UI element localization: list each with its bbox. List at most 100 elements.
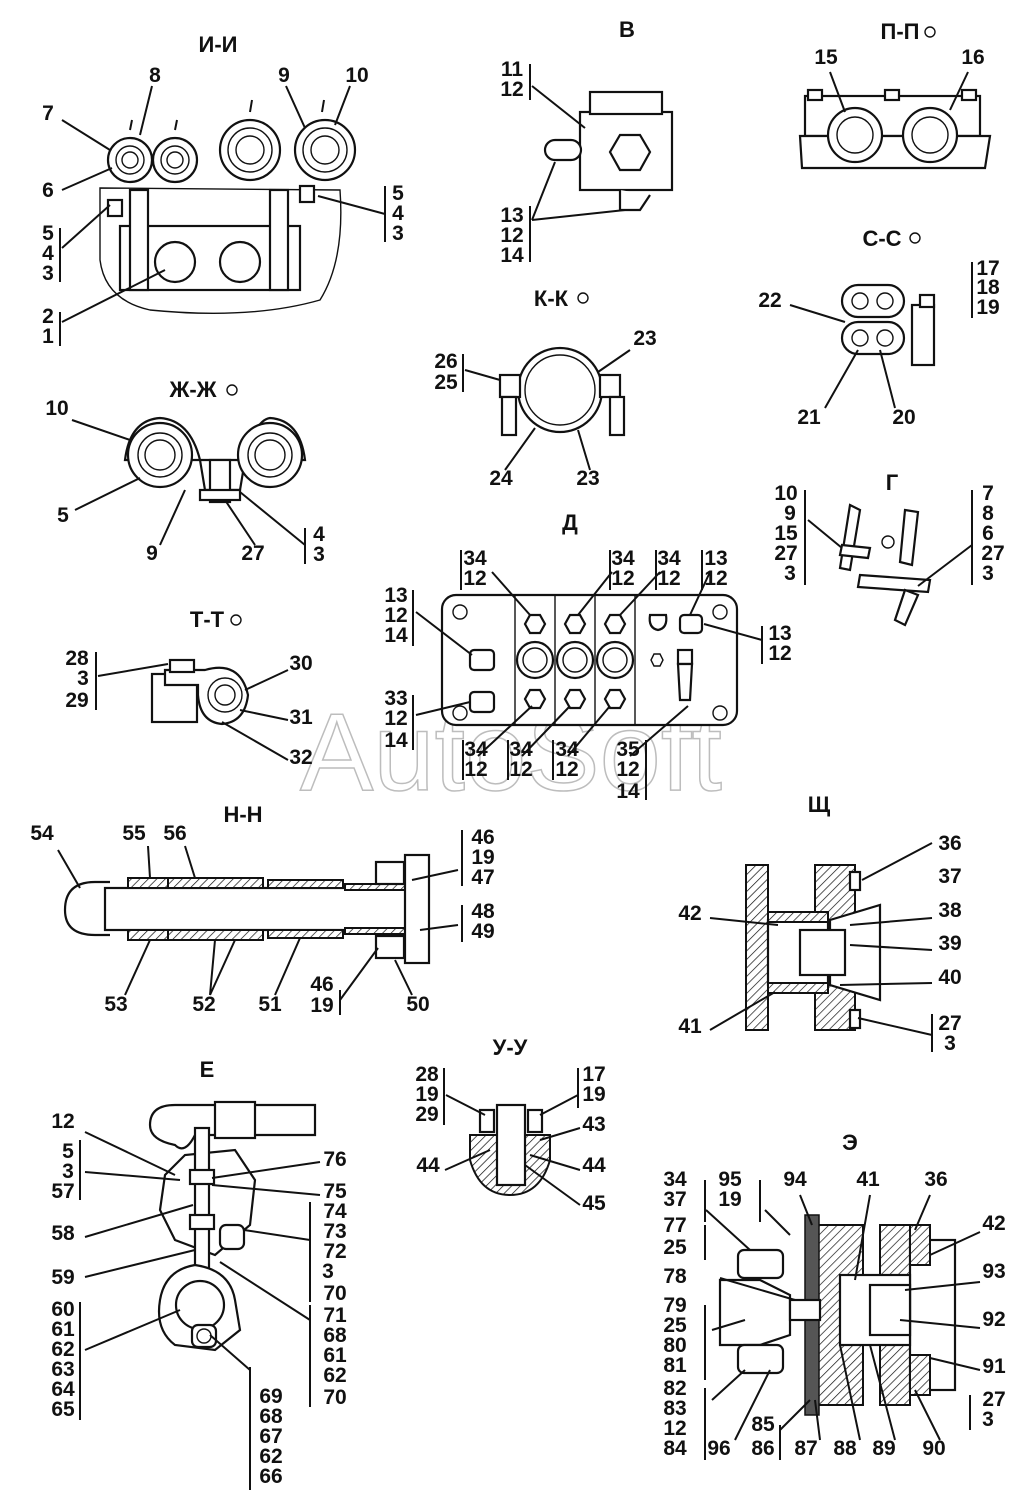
section-title-g: Г [886,470,899,495]
callout-number: 39 [938,932,961,955]
section-e-drawing [79,1100,321,1490]
callout-number: 94 [783,1168,807,1191]
callout-number: 10 [774,482,797,505]
callout-number: 85 [751,1413,775,1436]
callout-number: 11 [501,58,524,81]
callout-number: 83 [663,1397,686,1420]
section-title-pp: П-П [881,19,920,44]
callout-number: 5 [57,504,69,527]
section-title-kk: К-К [534,286,569,311]
callout-number: 17 [976,257,999,280]
callout-number: 90 [922,1437,945,1460]
section-title-tt: Т-Т [190,607,225,632]
callout-number: 59 [51,1266,74,1289]
callout-number: 25 [663,1314,687,1337]
callout-number: 80 [663,1334,686,1357]
callout-number: 22 [758,289,781,312]
section-ss-drawing [789,232,973,409]
callout-number: 42 [982,1212,1005,1235]
callout-number: 12 [500,224,523,247]
section-title-nn: Н-Н [223,802,262,827]
callout-number: 42 [678,902,701,925]
section-g-drawing [804,490,973,627]
callout-number: 56 [163,822,186,845]
callout-number: 26 [434,350,457,373]
callout-number: 7 [982,482,994,505]
callout-number: 34 [509,738,533,761]
section-kk-drawing [462,292,631,471]
section-title-shch: Щ [808,792,831,817]
callout-number: 37 [663,1188,686,1211]
section-d-drawing [412,550,763,800]
callout-number: 27 [982,1388,1005,1411]
callout-number: 30 [289,652,312,675]
callout-number: 87 [794,1437,817,1460]
callout-number: 38 [938,899,962,922]
section-zz-drawing [71,384,307,564]
callout-number: 3 [784,562,796,585]
callout-number: 5 [42,222,54,245]
callout-number: 12 [657,567,680,590]
callout-number: 36 [924,1168,947,1191]
callout-number: 91 [982,1355,1006,1378]
callout-number: 45 [582,1192,606,1215]
section-title-v: В [619,17,635,42]
callout-number: 19 [310,994,333,1017]
callout-number: 34 [657,547,681,570]
callout-number: 47 [471,866,494,889]
callout-number: 46 [471,826,494,849]
callout-number: 34 [611,547,635,570]
callout-number: 66 [259,1465,282,1488]
callout-number: 12 [51,1110,74,1133]
callout-number: 12 [616,758,639,781]
callout-number: 57 [51,1180,74,1203]
callout-number: 27 [241,542,264,565]
callout-number: 92 [982,1308,1005,1331]
callout-number: 31 [289,706,313,729]
callout-number: 12 [384,707,407,730]
callout-number: 4 [313,523,325,546]
callout-number: 5 [392,182,404,205]
section-title-uu: У-У [493,1035,528,1060]
callout-number: 62 [51,1338,74,1361]
callout-number: 9 [784,502,796,525]
callout-number: 14 [500,244,524,267]
callout-number: 4 [42,242,54,265]
callout-number: 14 [616,780,640,803]
callout-number: 13 [500,204,523,227]
callout-number: 13 [768,622,791,645]
callout-number: 3 [944,1032,956,1055]
callout-number: 61 [51,1318,75,1341]
callout-number: 54 [30,822,54,845]
callout-number: 96 [707,1437,730,1460]
callout-number: 86 [751,1437,774,1460]
callout-number: 44 [416,1154,440,1177]
section-v-drawing [529,64,674,262]
callout-number: 20 [892,406,915,429]
callout-number: 12 [704,567,727,590]
callout-number: 63 [51,1358,74,1381]
callout-number: 14 [384,729,408,752]
callout-number: 12 [384,604,407,627]
section-pp-drawing [798,26,992,170]
callout-number: 27 [774,542,797,565]
callout-number: 4 [392,202,404,225]
callout-number: 19 [471,846,494,869]
callout-number: 65 [51,1398,75,1421]
callout-number: 40 [938,966,961,989]
callout-number: 10 [45,397,68,420]
callout-number: 2 [42,305,54,328]
callout-number: 67 [259,1425,282,1448]
callout-number: 12 [555,758,578,781]
callout-number: 19 [718,1188,741,1211]
callout-number: 14 [384,624,408,647]
callout-number: 36 [938,832,961,855]
callout-number: 29 [65,689,88,712]
callout-number: 95 [718,1168,742,1191]
callout-number: 64 [51,1378,75,1401]
callout-number: 51 [258,993,282,1016]
callout-number: 28 [65,647,89,670]
callout-number: 69 [259,1385,282,1408]
